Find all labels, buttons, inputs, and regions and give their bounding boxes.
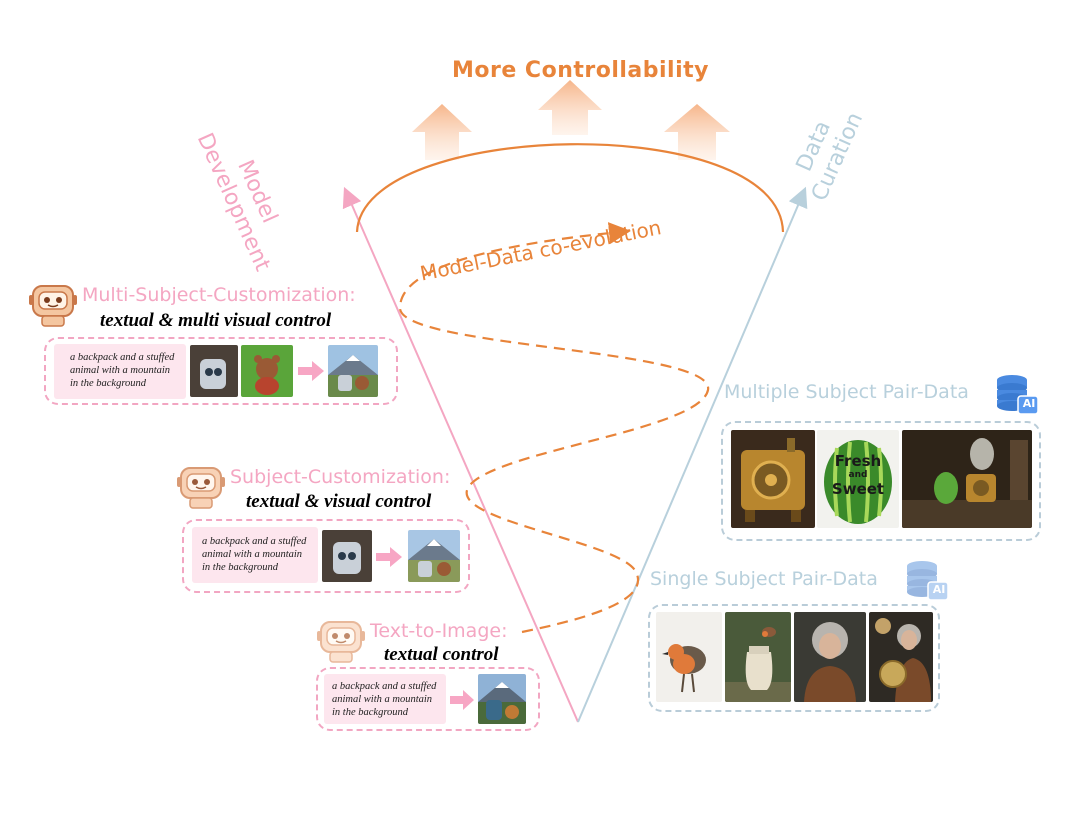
- database-ai-icon-multiple: AI: [994, 372, 1040, 420]
- stage-title-subject: Subject-Customization:: [230, 466, 451, 488]
- example-box-subject: [182, 519, 470, 593]
- thumb-robin: [656, 612, 722, 702]
- data-title-multiple: Multiple Subject Pair-Data: [724, 381, 969, 403]
- arrow-multi: [298, 361, 324, 385]
- stage-title-t2i: Text-to-Image:: [370, 620, 508, 642]
- thumb-teddy-multi: [241, 345, 293, 397]
- thumb-old-woman-globe: [869, 612, 933, 702]
- watermelon-lettering: Fresh and Sweet: [831, 452, 885, 498]
- caption-t2i: a backpack and a stuffed animal with a m…: [332, 681, 437, 718]
- up-arrow-right: [664, 104, 730, 160]
- data-title-single: Single Subject Pair-Data: [650, 568, 878, 590]
- stage-title-multi: Multi-Subject-Customization:: [82, 284, 356, 306]
- robot-icon-subject: [176, 462, 226, 514]
- stage-subtitle-subject: textual & visual control: [246, 491, 432, 512]
- ai-badge-multiple: AI: [1022, 397, 1036, 410]
- top-arc: [355, 143, 785, 233]
- data-box-multiple: [721, 421, 1041, 541]
- caption-multi: a backpack and a stuffed animal with a m…: [70, 352, 175, 389]
- caption-subject: a backpack and a stuffed animal with a m…: [202, 536, 307, 573]
- ai-badge-single: AI: [932, 583, 946, 596]
- arrow-subject: [376, 547, 402, 571]
- stage-subtitle-multi: textual & multi visual control: [100, 310, 332, 331]
- stage-subtitle-t2i: textual control: [384, 644, 499, 665]
- thumb-backpack-multi: [190, 345, 238, 397]
- thumb-result-multi: [328, 345, 378, 397]
- thumb-watermelon: Fresh and Sweet: [817, 430, 899, 528]
- example-box-t2i: [316, 667, 540, 731]
- data-box-single: [648, 604, 940, 712]
- arrow-t2i: [450, 690, 474, 714]
- thumb-robin-jug: [725, 612, 791, 702]
- data-curation-axis: [577, 186, 808, 723]
- coevolution-spiral: [398, 222, 710, 634]
- thumb-backpack-subject: [322, 530, 372, 582]
- thumb-result-subject: [408, 530, 460, 582]
- database-ai-icon-single: AI: [904, 558, 950, 606]
- thumb-steampunk-scene: [902, 430, 1032, 528]
- thumb-result-t2i: [478, 674, 526, 724]
- robot-icon-t2i: [316, 616, 366, 668]
- up-arrow-left: [412, 104, 472, 160]
- example-box-multi: [44, 337, 398, 405]
- thumb-steampunk-machine: [731, 430, 815, 528]
- model-development-axis: [342, 186, 579, 723]
- thumb-old-woman: [794, 612, 866, 702]
- robot-icon-multi: [28, 280, 78, 332]
- up-arrow-center: [538, 80, 602, 135]
- page-title: More Controllability: [452, 58, 709, 83]
